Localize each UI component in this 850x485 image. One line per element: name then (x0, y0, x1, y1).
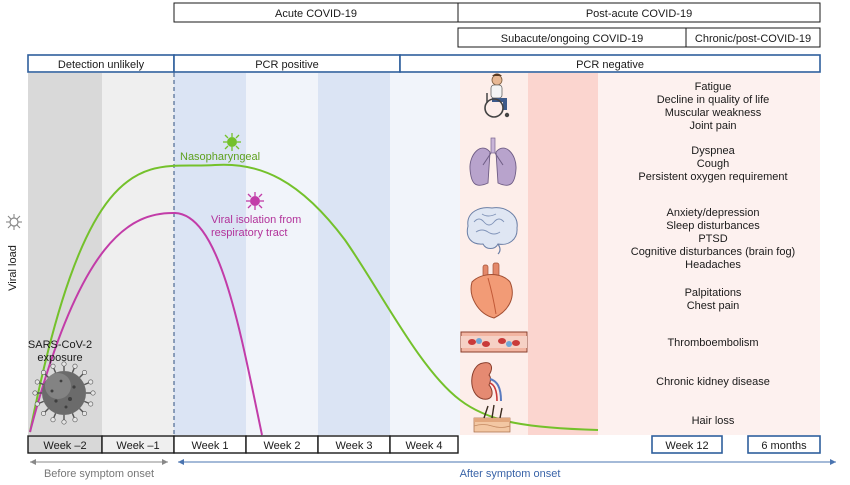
chronic-box (685, 27, 821, 48)
symptom-chest-pain: Chest pain (687, 300, 740, 312)
symptom-palpitations: Palpitations (685, 287, 742, 299)
magenta-virus-icon (246, 192, 264, 210)
week1-label: Week 1 (191, 440, 228, 452)
nasopharyngeal-curve (29, 163, 599, 433)
kidney-icon (471, 362, 502, 402)
symptom-cough: Cough (697, 158, 729, 170)
week-minus1-label: Week –1 (116, 440, 159, 452)
green-virus-icon (223, 133, 241, 151)
post-acute-label: Post-acute COVID-19 (586, 8, 692, 20)
heart-icon (470, 262, 513, 319)
week4-box (389, 435, 459, 454)
symptom-oxygen: Persistent oxygen requirement (638, 171, 787, 183)
week2-label: Week 2 (263, 440, 300, 452)
skin-hair-icon (473, 404, 511, 433)
before-onset-arrow-right-head (162, 459, 168, 465)
symptom-list: Fatigue Decline in quality of life Muscu… (631, 81, 795, 427)
symptom-anxiety: Anxiety/depression (667, 207, 760, 219)
chronic-label: Chronic/post-COVID-19 (695, 33, 811, 45)
band-week4 (390, 73, 460, 435)
symptom-headaches: Headaches (685, 259, 741, 271)
after-onset-label: After symptom onset (460, 468, 561, 480)
after-onset-arrow-right-head (830, 459, 836, 465)
before-onset-label: Before symptom onset (44, 468, 154, 480)
wheelchair-person-icon (484, 73, 510, 118)
symptom-thromboembolism: Thromboembolism (667, 337, 758, 349)
symptom-joint-pain: Joint pain (689, 120, 736, 132)
pcr-positive-label: PCR positive (255, 59, 319, 71)
exposure-label-1: SARS-CoV-2 (28, 339, 92, 351)
sars-cov-2-virus-icon (32, 361, 96, 425)
week4-label: Week 4 (405, 440, 442, 452)
pcr-bar: Detection unlikely PCR positive PCR nega… (27, 54, 821, 73)
week-minus2-label: Week –2 (43, 440, 86, 452)
symptom-muscular-weakness: Muscular weakness (665, 107, 762, 119)
symptom-sleep: Sleep disturbances (666, 220, 760, 232)
symptom-dyspnea: Dyspnea (691, 145, 735, 157)
before-onset-arrow-left-head (30, 459, 36, 465)
viral-isolation-label-1: Viral isolation from (211, 214, 301, 226)
six-months-box (747, 435, 821, 454)
symptom-decline-quality: Decline in quality of life (657, 94, 770, 106)
week3-label: Week 3 (335, 440, 372, 452)
virus-small-icon (6, 214, 22, 230)
nasopharyngeal-label: Nasopharyngeal (180, 151, 260, 163)
band-postacute-1 (460, 73, 528, 435)
symptom-fatigue: Fatigue (695, 81, 732, 93)
symptom-ptsd: PTSD (698, 233, 727, 245)
acute-label: Acute COVID-19 (275, 8, 357, 20)
lungs-icon (469, 137, 517, 186)
viral-isolation-curve (29, 211, 263, 436)
week12-box (651, 435, 723, 454)
subacute-label: Subacute/ongoing COVID-19 (501, 33, 643, 45)
pcr-negative-box (399, 54, 821, 73)
band-postacute-2 (528, 73, 598, 435)
onset-arrows: Before symptom onset After symptom onset (30, 459, 836, 480)
y-axis-label: Viral load (7, 245, 19, 291)
brain-icon (466, 207, 518, 255)
week-bar: Week –2 Week –1 Week 1 Week 2 Week 3 Wee… (27, 435, 821, 454)
blood-vessel-icon (460, 331, 528, 353)
week12-label: Week 12 (665, 440, 708, 452)
band-week2 (246, 73, 318, 435)
symptom-brain-fog: Cognitive disturbances (brain fog) (631, 246, 795, 258)
detection-unlikely-label: Detection unlikely (58, 59, 145, 71)
phase-header: Acute COVID-19 Post-acute COVID-19 Subac… (173, 2, 821, 48)
post-acute-box (457, 2, 821, 23)
pcr-negative-label: PCR negative (576, 59, 644, 71)
band-week1 (174, 73, 246, 435)
after-onset-arrow-left-head (178, 459, 184, 465)
symptom-kidney-disease: Chronic kidney disease (656, 376, 770, 388)
band-week-minus1 (102, 73, 174, 435)
symptom-hair-loss: Hair loss (692, 415, 735, 427)
exposure-label-2: exposure (37, 352, 82, 364)
six-months-label: 6 months (761, 440, 807, 452)
viral-isolation-label-2: respiratory tract (211, 227, 287, 239)
band-chronic (598, 73, 820, 435)
